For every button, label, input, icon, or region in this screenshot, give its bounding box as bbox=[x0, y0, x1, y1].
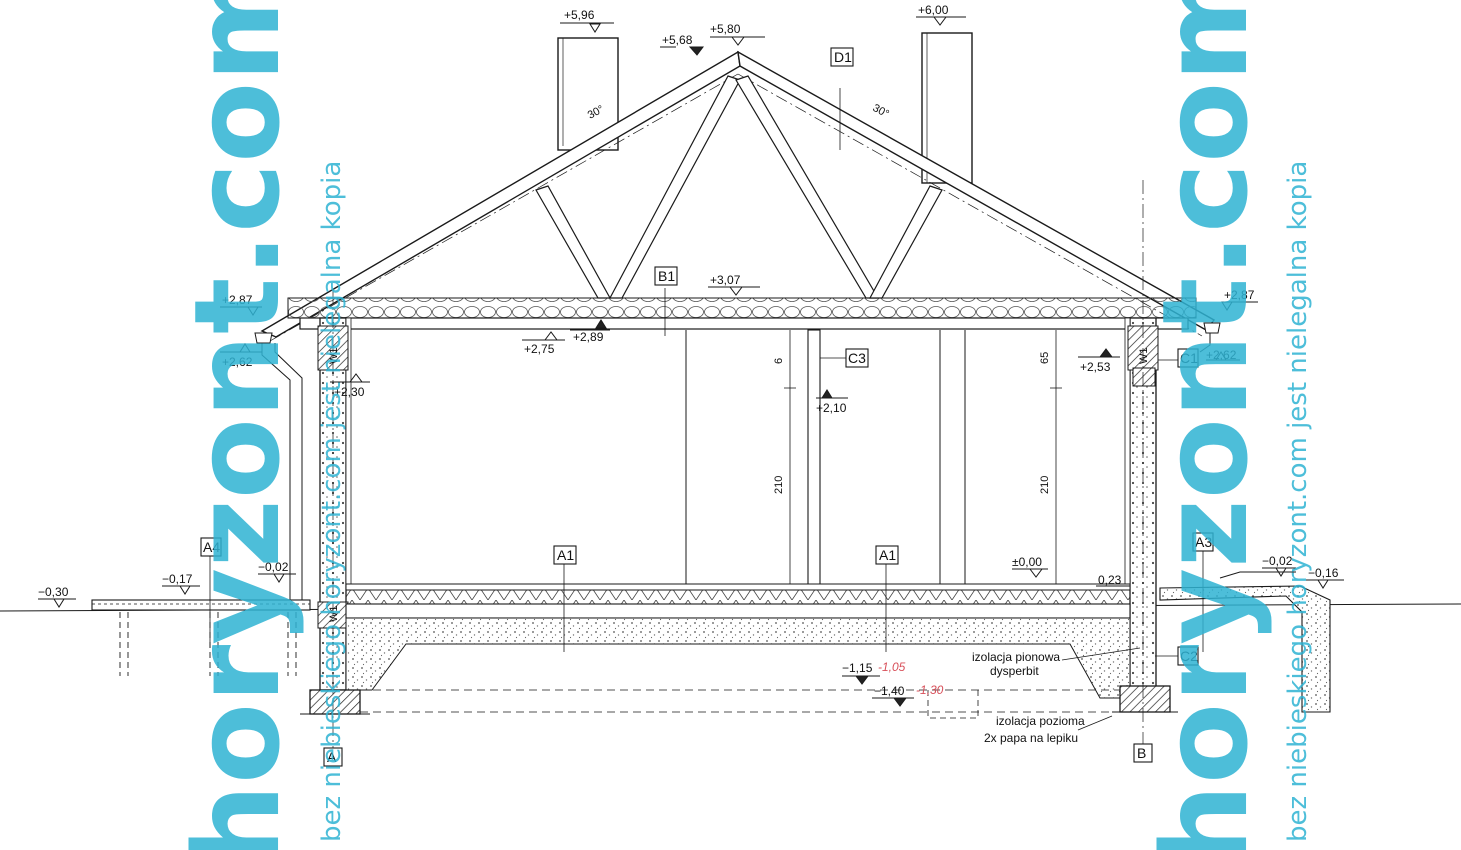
insulation-notes: izolacja pionowa dysperbit izolacja pozi… bbox=[972, 650, 1085, 745]
dim-left-height: 210 bbox=[773, 476, 785, 494]
element-tags: D1 B1 C3 C1 C2 A1 A1 A3 A4 A B bbox=[203, 49, 1212, 765]
watermark-line-right: bez niebieskiego horyzont.com jest niele… bbox=[1283, 161, 1313, 842]
watermark-line-left: bez niebieskiego horyzont.com jest niele… bbox=[317, 161, 347, 842]
level-ground-left-far: −0,30 bbox=[38, 585, 69, 599]
axis-label-a: A bbox=[327, 749, 337, 765]
level-ridge-left: +5,68 bbox=[662, 33, 693, 47]
tag-a1-right: A1 bbox=[879, 547, 896, 563]
partition-c3 bbox=[807, 329, 821, 587]
floor-finish bbox=[345, 583, 1131, 591]
axis-label-b: B bbox=[1137, 745, 1146, 761]
note-horizontal-insulation-1: izolacja pozioma bbox=[996, 714, 1085, 728]
note-horizontal-insulation-2: 2x papa na lepiku bbox=[984, 731, 1078, 745]
level-foundation-low: −1,40 bbox=[874, 684, 905, 698]
level-ceiling-top: +3,07 bbox=[710, 273, 741, 287]
level-ground-right-near: −0,02 bbox=[1262, 554, 1293, 568]
dim-right-header: 65 bbox=[1039, 352, 1051, 364]
footing-left bbox=[309, 689, 361, 715]
tag-c1: C1 bbox=[1180, 350, 1198, 366]
tag-d1: D1 bbox=[834, 49, 852, 65]
level-labels: +5,96 +5,68 +5,80 +6,00 +3,07 +2,89 +2,7… bbox=[38, 3, 1339, 698]
watermark-brand-right: horyzont.com bbox=[1136, 0, 1274, 850]
level-eave-right-bottom: +2,62 bbox=[1206, 348, 1237, 362]
terrace-left bbox=[91, 599, 311, 611]
level-wall-right: +2,53 bbox=[1080, 360, 1111, 374]
level-eave-left-bottom: +2,62 bbox=[222, 355, 253, 369]
tag-boxes bbox=[200, 47, 1214, 767]
level-ground-left-mid: −0,17 bbox=[162, 572, 193, 586]
level-floor: ±0,00 bbox=[1012, 555, 1042, 569]
level-markers bbox=[38, 16, 1344, 707]
floor-insulation bbox=[345, 589, 1131, 605]
wall-label-w1-left: W1 bbox=[328, 348, 340, 365]
level-chimney-left: +5,96 bbox=[564, 8, 595, 22]
level-ridge-top: +5,80 bbox=[710, 22, 741, 36]
tag-b1: B1 bbox=[658, 268, 675, 284]
truss-web-2 bbox=[609, 75, 741, 299]
level-red-mid: -1,05 bbox=[878, 660, 906, 674]
level-foundation-mid: −1,15 bbox=[842, 661, 873, 675]
tag-c3: C3 bbox=[848, 350, 866, 366]
wall-label-w1-right: W1 bbox=[1138, 348, 1150, 365]
tag-a3: A3 bbox=[1195, 534, 1212, 550]
dimension-labels: 6 210 65 210 30° 30° W1 W1 W1 bbox=[328, 102, 1150, 622]
level-opening-top: +2,10 bbox=[816, 401, 847, 415]
level-chimney-right: +6,00 bbox=[918, 3, 949, 17]
dim-left-header: 6 bbox=[773, 358, 785, 364]
note-vertical-insulation-1: izolacja pionowa bbox=[972, 650, 1060, 664]
chimney-right bbox=[921, 32, 973, 184]
truss-web-4 bbox=[868, 185, 943, 299]
wall-label-w1-footing: W1 bbox=[328, 606, 340, 623]
note-vertical-insulation-2: dysperbit bbox=[990, 664, 1039, 678]
watermark-brand-left: horyzont.com bbox=[168, 0, 306, 850]
level-eave-left-top: +2,87 bbox=[222, 293, 253, 307]
level-ceiling-outer: +2,75 bbox=[524, 342, 555, 356]
level-ground-right-far: −0,16 bbox=[1308, 566, 1339, 580]
level-wall-left: +2,30 bbox=[334, 385, 365, 399]
level-eave-right-top: +2,87 bbox=[1224, 288, 1255, 302]
truss-web-1 bbox=[535, 185, 612, 299]
roof-angle-right: 30° bbox=[871, 102, 891, 120]
ceiling-slab bbox=[299, 317, 1189, 330]
watermark-right: horyzont.com bez niebieskiego horyzont.c… bbox=[1136, 0, 1313, 850]
tag-a1-left: A1 bbox=[557, 547, 574, 563]
level-floor-step: 0,23 bbox=[1098, 573, 1122, 587]
ceiling-insulation bbox=[287, 297, 1197, 319]
watermark-left: horyzont.com bez niebieskiego horyzont.c… bbox=[168, 0, 347, 850]
tag-a4: A4 bbox=[203, 539, 220, 555]
truss-web-3 bbox=[735, 75, 880, 299]
level-red-low: -1,30 bbox=[916, 683, 944, 697]
terrace-right bbox=[1159, 585, 1331, 713]
level-ceiling-bottom: +2,89 bbox=[573, 330, 604, 344]
dim-right-height: 210 bbox=[1039, 476, 1051, 494]
section-linework bbox=[0, 16, 1461, 770]
tag-c2: C2 bbox=[1180, 648, 1198, 664]
floor-slab bbox=[345, 603, 1131, 619]
level-ground-left-near: −0,02 bbox=[258, 560, 289, 574]
